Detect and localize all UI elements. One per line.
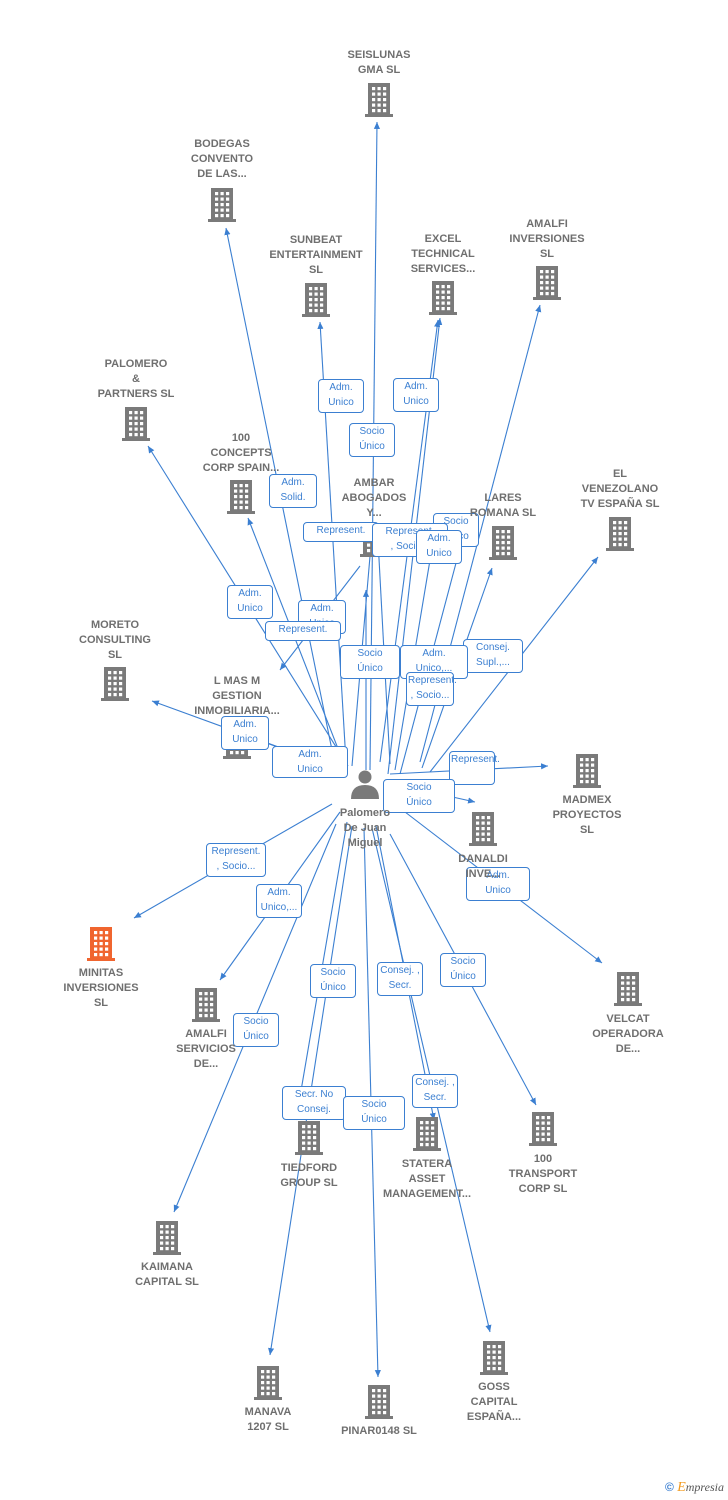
node-label-tiedford[interactable]: TIEDFORD GROUP SL: [280, 1162, 338, 1189]
tiedford-building-icon[interactable]: [295, 1121, 323, 1155]
edge-label-goss[interactable]: Socio Único: [340, 645, 400, 679]
node-label-palomero-partners[interactable]: PALOMERO & PARTNERS SL: [97, 358, 175, 400]
brand-name: mpresia: [685, 1480, 724, 1494]
node-label-statera[interactable]: STATERA ASSET MANAGEMENT...: [383, 1158, 471, 1200]
empresia-brand: © Empresia: [665, 1480, 724, 1496]
edge-label-velcat[interactable]: Secr. No Consej.: [282, 1086, 346, 1120]
node-label-100-transport[interactable]: 100 TRANSPORT CORP SL: [508, 1153, 578, 1195]
edge-label-excel[interactable]: Adm. Unico: [393, 378, 439, 412]
node-label-bodegas[interactable]: BODEGAS CONVENTO DE LAS...: [190, 138, 254, 180]
edge-label-ambar[interactable]: Represent.: [303, 522, 379, 542]
edge-label-bodegas[interactable]: Adm. Solid.: [269, 474, 317, 508]
node-label-danaldi[interactable]: DANALDI INVE...: [458, 853, 508, 880]
node-label-el-venezolano[interactable]: EL VENEZOLANO TV ESPAÑA SL: [580, 468, 660, 510]
edge-label-palomero-partners[interactable]: Adm. Unico: [227, 585, 273, 619]
node-label-manava[interactable]: MANAVA 1207 SL: [244, 1406, 292, 1433]
node-label-madmex[interactable]: MADMEX PROYECTOS SL: [552, 794, 622, 836]
manava-building-icon[interactable]: [254, 1366, 282, 1400]
node-label-minitas[interactable]: MINITAS INVERSIONES SL: [63, 967, 139, 1009]
minitas-building-icon[interactable]: [87, 927, 115, 961]
madmex-building-icon[interactable]: [573, 754, 601, 788]
pinar-building-icon[interactable]: [365, 1385, 393, 1419]
danaldi-building-icon[interactable]: [469, 812, 497, 846]
edge-label-pinar[interactable]: Consej. , Secr.: [377, 962, 423, 996]
goss-building-icon[interactable]: [480, 1341, 508, 1375]
excel-building-icon[interactable]: [429, 281, 457, 315]
edge-label-manava[interactable]: Socio Único: [343, 1096, 405, 1130]
copyright-symbol: ©: [665, 1480, 674, 1494]
node-label-excel[interactable]: EXCEL TECHNICAL SERVICES...: [410, 233, 476, 275]
amalfi-serv-building-icon[interactable]: [192, 988, 220, 1022]
lares-building-icon[interactable]: [489, 526, 517, 560]
edge-label-danaldi[interactable]: Represent. , Socio...: [206, 843, 266, 877]
edge-100-concepts: [247, 517, 345, 765]
edge-label-tiedford[interactable]: Consej. , Secr.: [412, 1074, 458, 1108]
velcat-building-icon[interactable]: [614, 972, 642, 1006]
100-concepts-building-icon[interactable]: [227, 480, 255, 514]
node-label-seislunas[interactable]: SEISLUNAS GMA SL: [347, 49, 411, 76]
node-label-kaimana[interactable]: KAIMANA CAPITAL SL: [135, 1261, 199, 1288]
seislunas-building-icon[interactable]: [365, 83, 393, 117]
node-label-amalfi-serv[interactable]: AMALFI SERVICIOS DE...: [176, 1028, 236, 1070]
edge-label-madmex[interactable]: Socio Único: [383, 779, 455, 813]
node-label-lmasm[interactable]: L MAS M GESTION INMOBILIARIA...: [194, 675, 280, 717]
edge-label-lmasm[interactable]: Represent.: [265, 621, 341, 641]
amalfi-inv-building-icon[interactable]: [533, 266, 561, 300]
center-person-label[interactable]: Palomero De Juan Miguel: [339, 807, 391, 849]
palomero-partners-building-icon[interactable]: [122, 407, 150, 441]
edge-label-lares[interactable]: Adm. Unico: [416, 530, 462, 564]
edge-label-lares[interactable]: Represent. , Socio...: [406, 672, 457, 706]
node-label-velcat[interactable]: VELCAT OPERADORA DE...: [592, 1013, 664, 1055]
edge-label-minitas[interactable]: Adm. Unico,...: [256, 884, 302, 918]
person-icon[interactable]: [351, 770, 379, 800]
node-label-100-concepts[interactable]: 100 CONCEPTS CORP SPAIN...: [202, 432, 280, 474]
edge-label-el-venezolano[interactable]: Consej. Supl.,...: [463, 639, 523, 673]
node-label-pinar[interactable]: PINAR0148 SL: [341, 1425, 417, 1437]
node-label-amalfi-inv[interactable]: AMALFI INVERSIONES SL: [509, 218, 585, 260]
node-label-sunbeat[interactable]: SUNBEAT ENTERTAINMENT SL: [269, 234, 363, 276]
el-venezolano-building-icon[interactable]: [606, 517, 634, 551]
node-label-lares[interactable]: LARES ROMANA SL: [469, 492, 537, 519]
edge-label-100-transport[interactable]: Socio Único: [233, 1013, 279, 1047]
brand-first-letter: E: [677, 1480, 686, 1495]
edge-label-lmasm[interactable]: Represent.: [449, 751, 500, 785]
100-transport-building-icon[interactable]: [529, 1112, 557, 1146]
edge-label-lmasm[interactable]: Adm. Unico: [272, 746, 348, 778]
sunbeat-building-icon[interactable]: [302, 283, 330, 317]
kaimana-building-icon[interactable]: [153, 1221, 181, 1255]
statera-building-icon[interactable]: [413, 1117, 441, 1151]
bodegas-building-icon[interactable]: [208, 188, 236, 222]
edge-label-statera[interactable]: Socio Único: [440, 953, 486, 987]
moreto-building-icon[interactable]: [101, 667, 129, 701]
node-label-moreto[interactable]: MORETO CONSULTING SL: [79, 619, 151, 661]
edge-label-sunbeat[interactable]: Adm. Unico: [318, 379, 364, 413]
node-label-goss[interactable]: GOSS CAPITAL ESPAÑA...: [466, 1381, 522, 1423]
edge-label-seislunas[interactable]: Socio Único: [349, 423, 395, 457]
node-label-ambar[interactable]: AMBAR ABOGADOS Y...: [341, 477, 407, 519]
edge-label-amalfi-serv[interactable]: Adm. Unico: [466, 867, 530, 901]
edge-label-moreto[interactable]: Adm. Unico: [221, 716, 269, 750]
edge-label-kaimana[interactable]: Socio Único: [310, 964, 356, 998]
